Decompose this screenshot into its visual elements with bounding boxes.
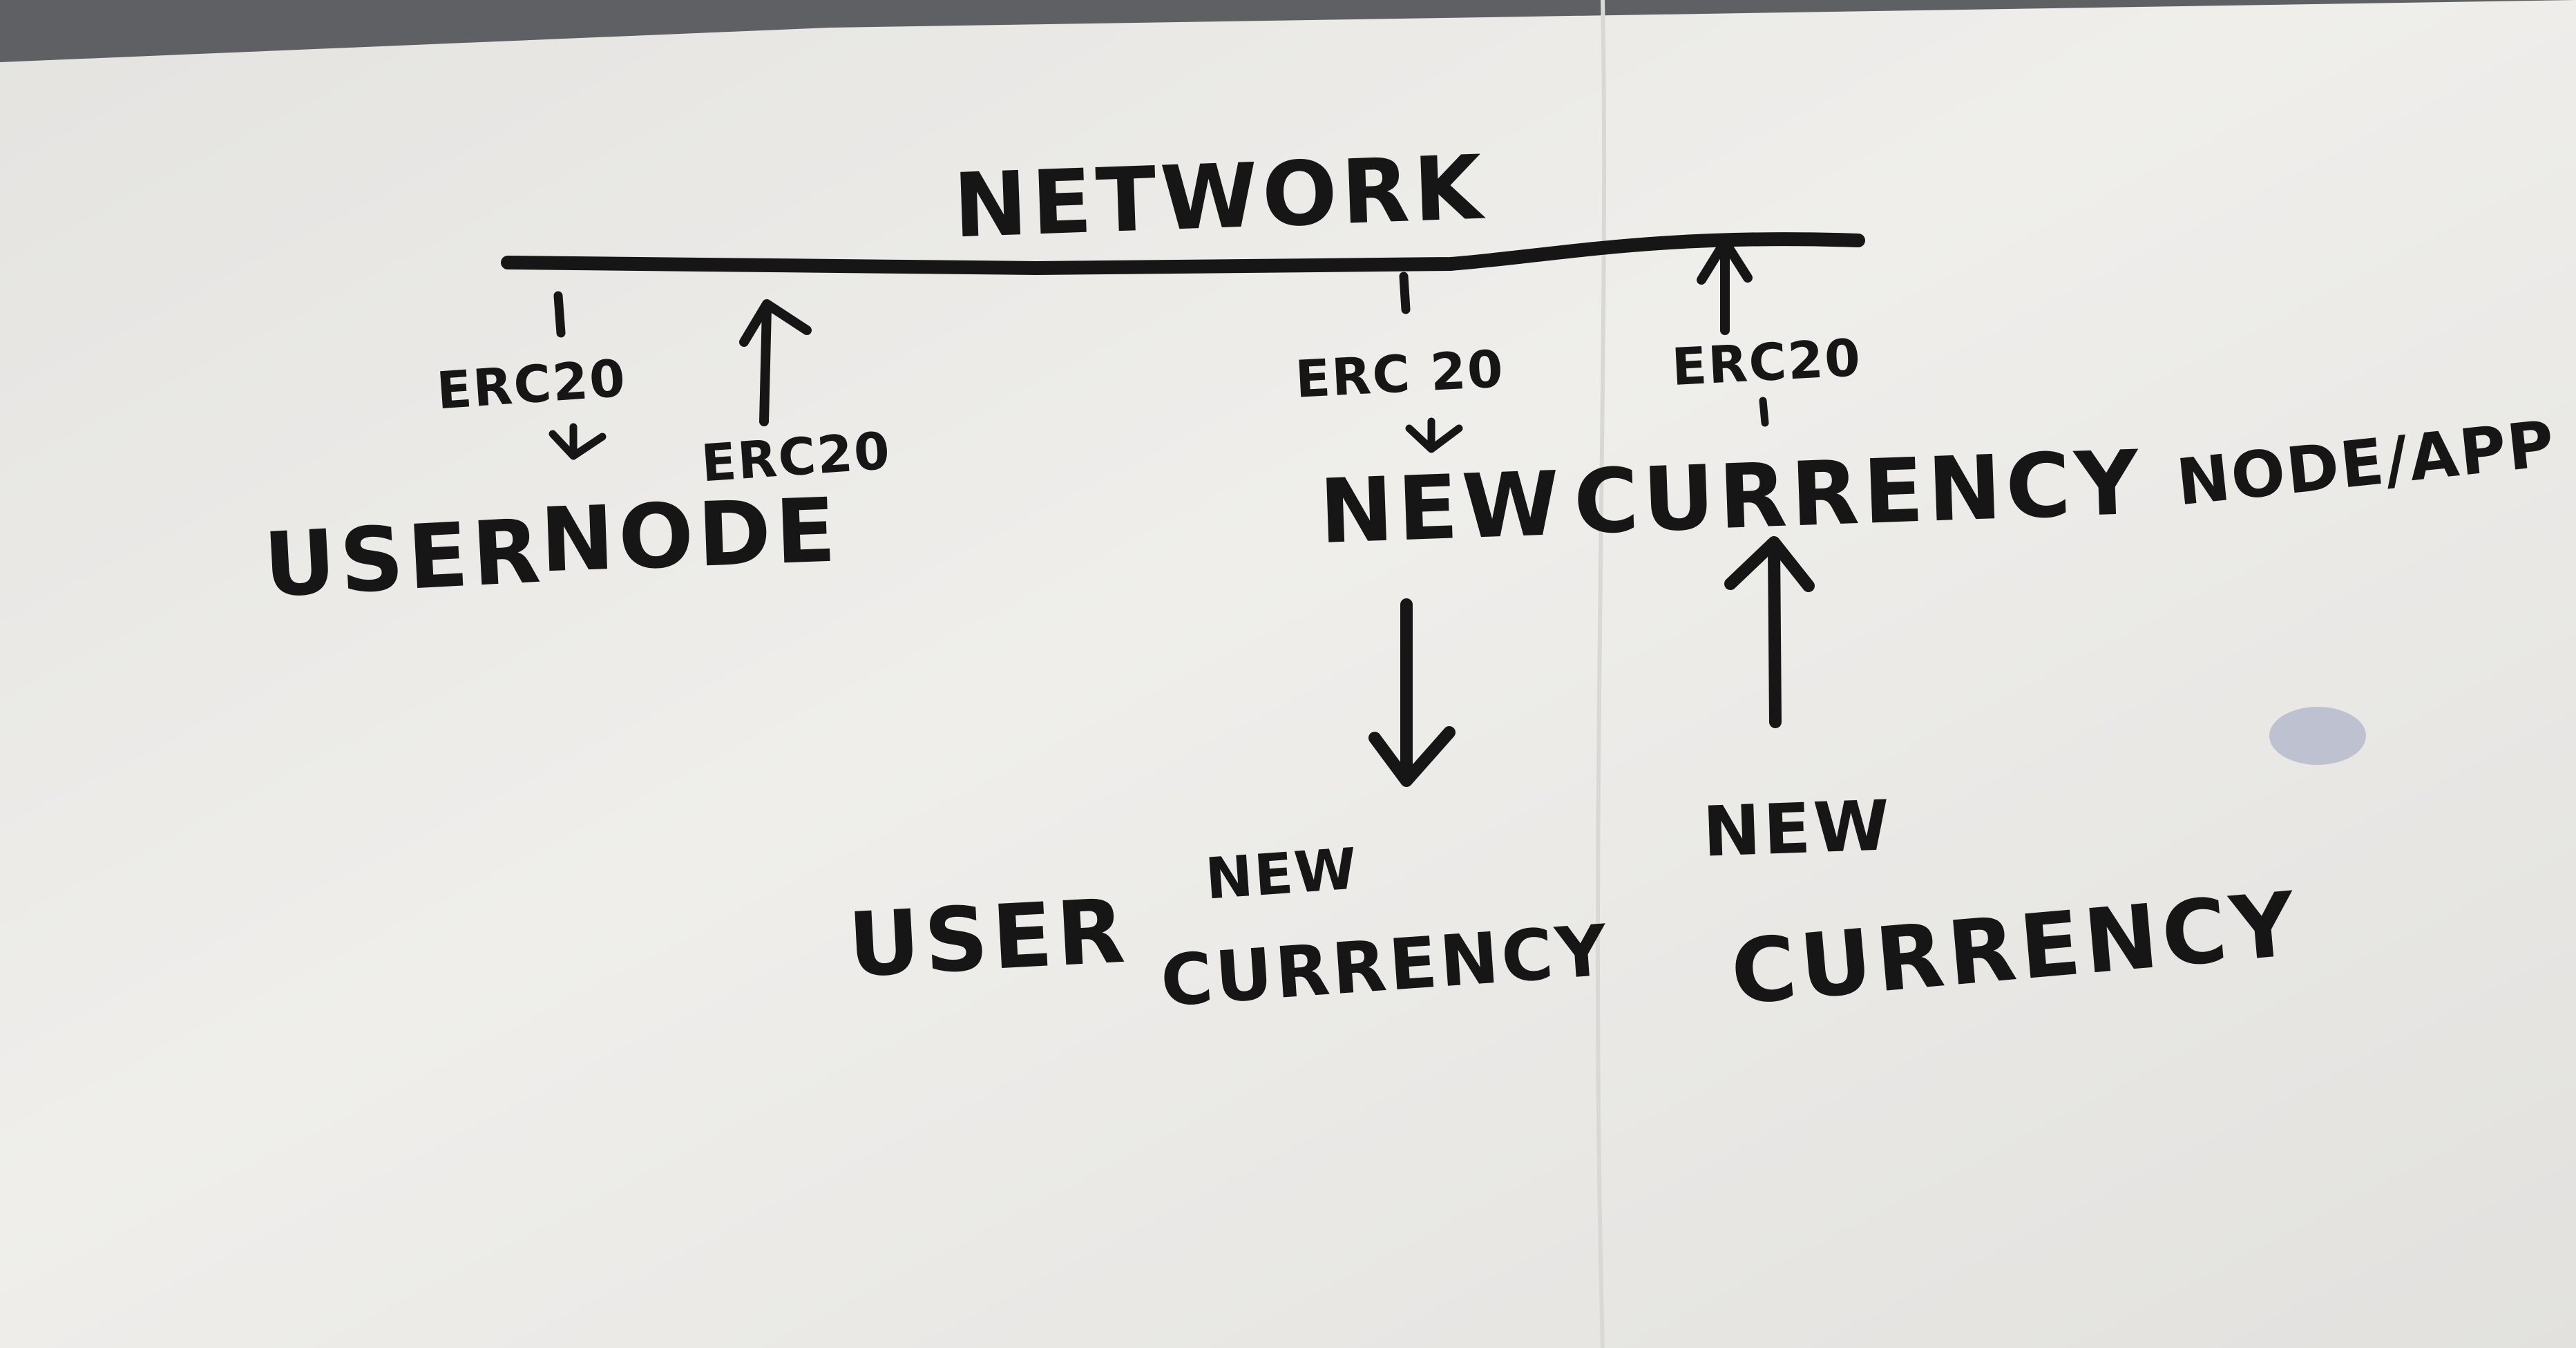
bottom-user: USER: [846, 880, 1132, 998]
big-down-arrowhead: [1368, 726, 1456, 787]
left-down-erc20-label: ERC20: [435, 348, 629, 421]
bottom-right-new: NEW: [1701, 785, 1894, 873]
center-down-arrowhead: [1405, 424, 1463, 453]
network-title: NETWORK: [951, 136, 1488, 258]
right-up-arrowhead: [1697, 237, 1753, 285]
paper-fold-crease: [1595, 0, 1607, 1348]
left-down-tick: [553, 291, 566, 338]
node-node: NODE: [538, 479, 842, 593]
left-up-arrowhead: [739, 299, 812, 347]
right-up-tick: [1759, 397, 1769, 427]
center-down-erc20-label: ERC 20: [1293, 339, 1506, 410]
left-up-arrow: [759, 303, 772, 426]
network-bus-line: [501, 232, 1865, 275]
right-up-erc20-label: ERC20: [1670, 327, 1863, 398]
bottom-left-new: NEW: [1203, 836, 1361, 913]
ink-smudge: [2269, 707, 2366, 765]
node-user: USER: [261, 500, 547, 618]
left-up-erc20-label: ERC20: [699, 421, 893, 494]
left-down-arrowhead: [548, 430, 607, 460]
node-new: NEW: [1317, 452, 1566, 564]
node-currency: CURRENCY: [1572, 431, 2145, 555]
big-up-arrow: [1768, 540, 1782, 728]
center-down-tick: [1399, 272, 1411, 314]
big-up-arrowhead: [1724, 536, 1815, 592]
